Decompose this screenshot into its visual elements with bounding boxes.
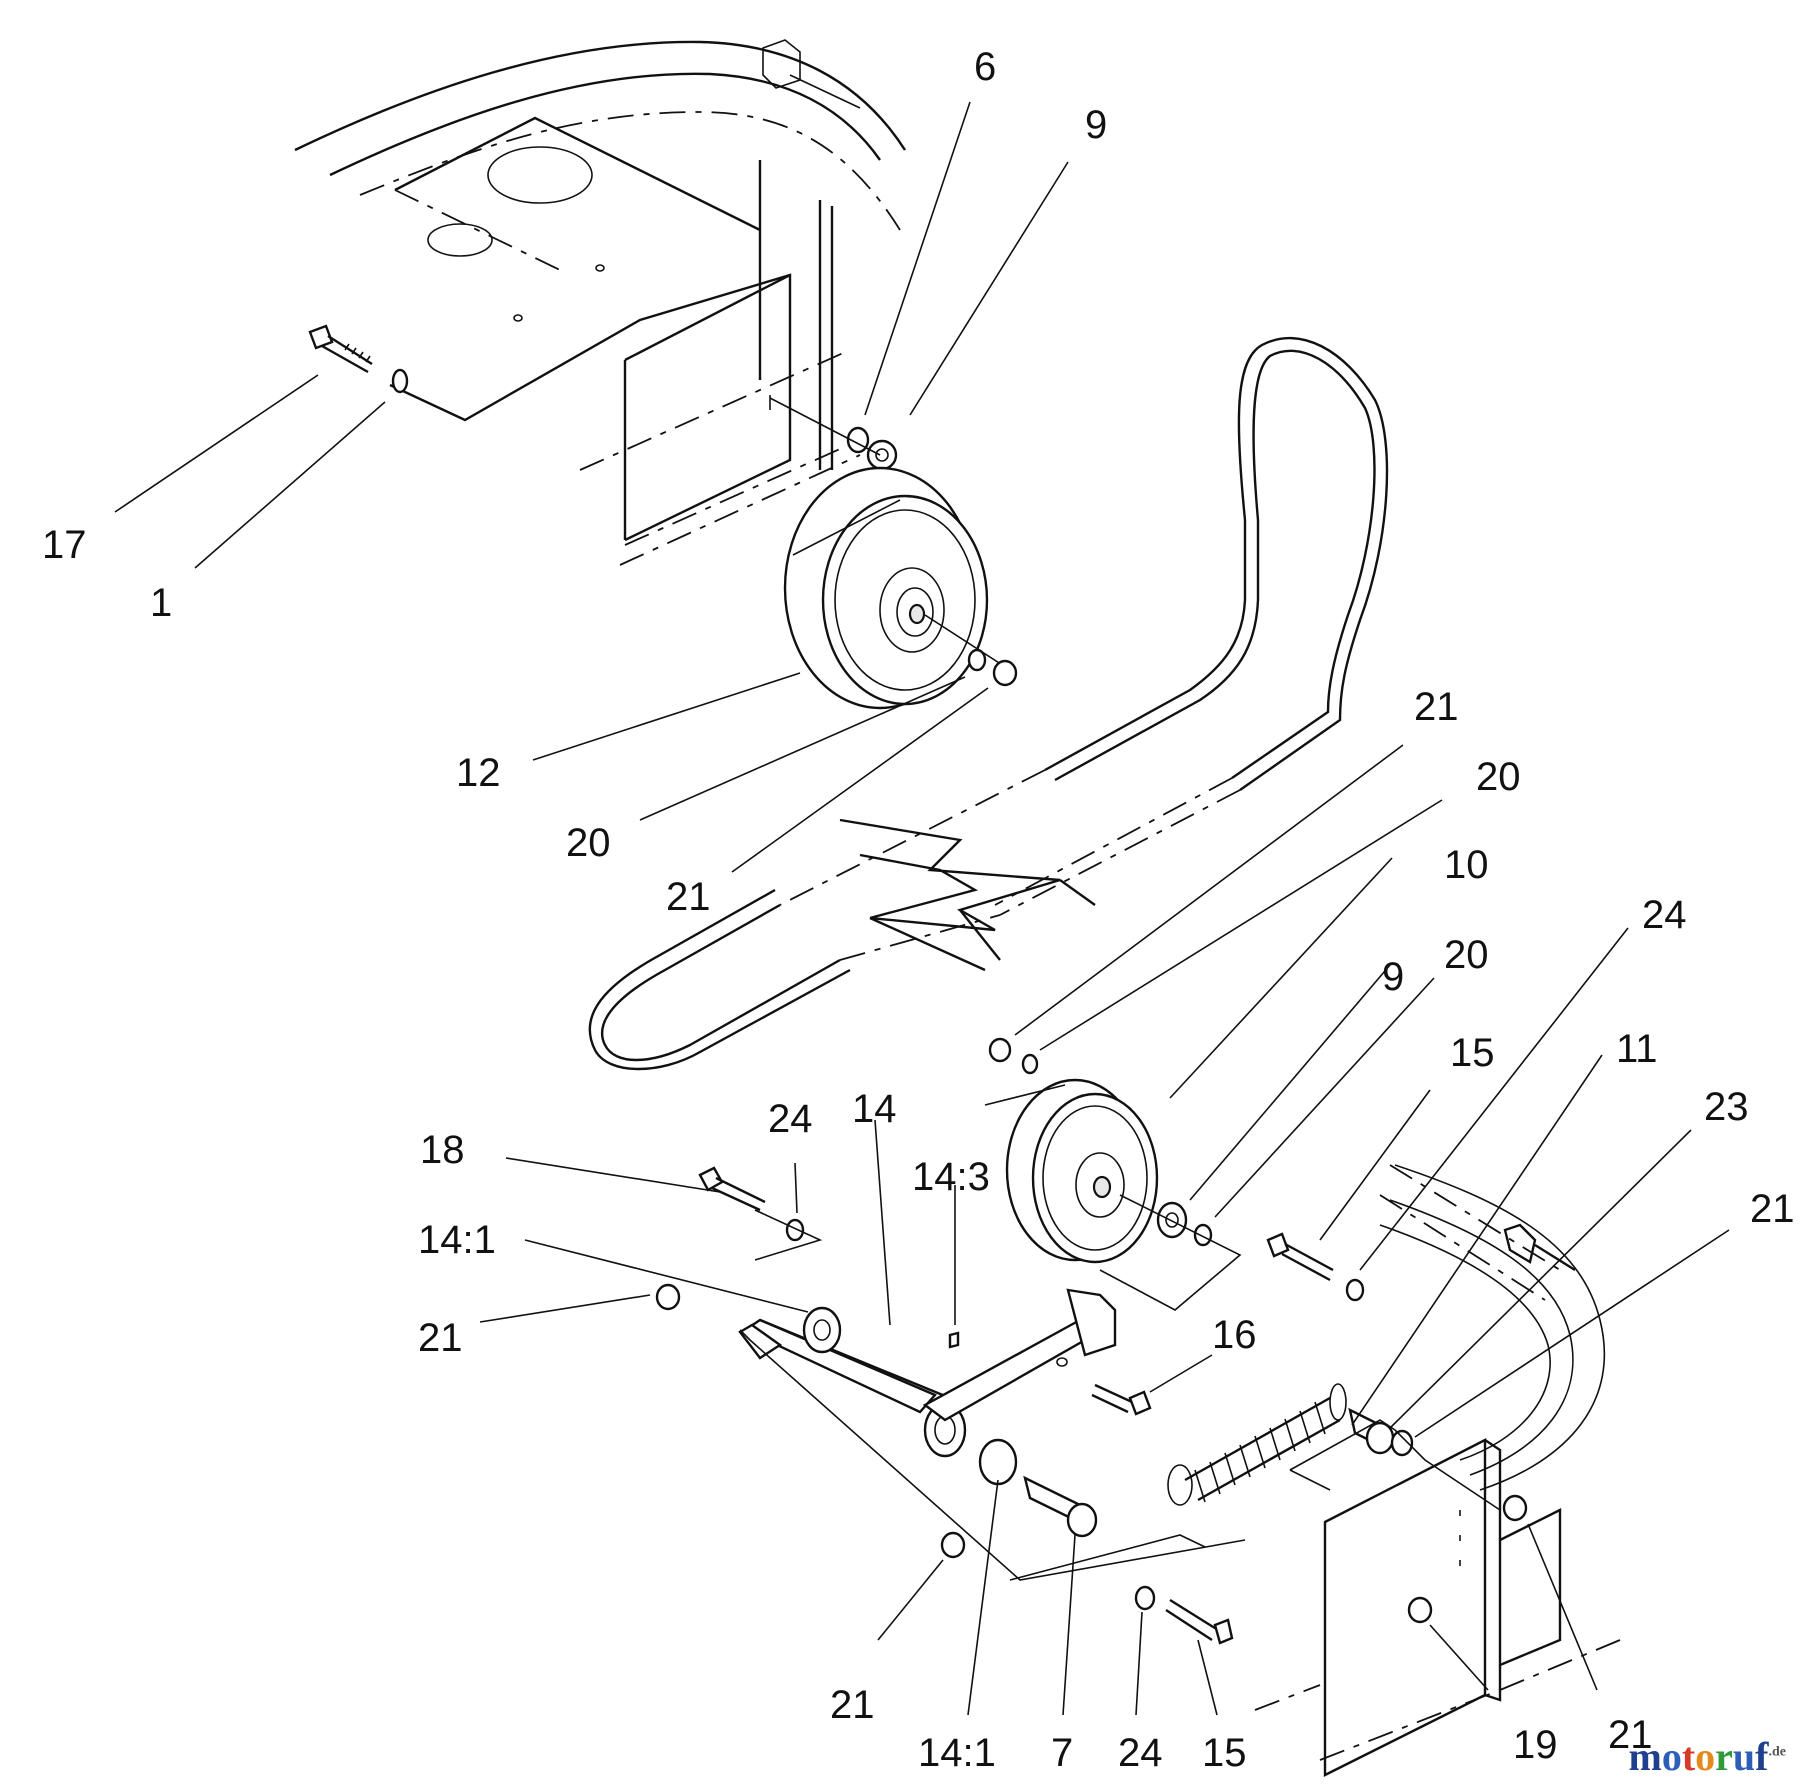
nut-21-left — [655, 1283, 681, 1311]
watermark-letter: u — [1732, 1734, 1756, 1779]
bushing-14-1-upper — [802, 1306, 842, 1354]
callout-19: 19 — [1513, 1723, 1558, 1767]
callout-18: 18 — [420, 1128, 465, 1172]
bolt-15-upper — [1266, 1232, 1334, 1282]
watermark-letter: f — [1755, 1734, 1769, 1779]
callout-23: 23 — [1704, 1085, 1749, 1129]
watermark-suffix: .de — [1768, 1744, 1787, 1760]
callout-24-right: 24 — [1642, 893, 1687, 937]
bolt-18 — [698, 1166, 766, 1212]
callout-15-bottom: 15 — [1202, 1731, 1247, 1775]
watermark-letter: m — [1628, 1734, 1662, 1779]
callout-24-bottom: 24 — [1118, 1731, 1163, 1775]
callout-21-bottom-right: 21 — [1608, 1713, 1653, 1757]
callout-9-lower: 9 — [1382, 955, 1404, 999]
callout-21-right-b: 21 — [1750, 1187, 1795, 1231]
washer-20-upper — [967, 648, 987, 672]
spacer-7 — [1023, 1475, 1098, 1538]
watermark-letter: o — [1661, 1734, 1682, 1779]
idler-pulley-12 — [783, 466, 989, 710]
watermark-letters: motoruf — [1629, 1734, 1769, 1779]
callout-labels: 17 1 6 9 12 20 21 21 20 10 24 9 20 15 11… — [42, 45, 1795, 1775]
callout-21-top: 21 — [666, 875, 711, 919]
callout-21-right-a: 21 — [1414, 685, 1459, 729]
bolt-15-lower — [1165, 1598, 1234, 1645]
grease-fitting-14-3 — [948, 1331, 960, 1349]
spacer-11 — [1348, 1407, 1395, 1455]
spacer-9-lower — [1156, 1201, 1188, 1239]
callout-20-top: 20 — [566, 821, 611, 865]
bolt-17 — [308, 324, 373, 374]
nut-21-upper — [992, 659, 1018, 687]
spacer-9-upper — [866, 439, 898, 471]
callout-1: 1 — [150, 581, 172, 625]
callout-9-top: 9 — [1085, 103, 1107, 147]
callout-11: 11 — [1616, 1027, 1658, 1071]
extension-spring — [1167, 1383, 1347, 1506]
bushing-14-1-lower — [978, 1438, 1018, 1486]
washer-1 — [391, 368, 409, 394]
nut-21-bottom — [940, 1531, 966, 1559]
callout-20-right-a: 20 — [1476, 755, 1521, 799]
drive-belt — [588, 336, 1389, 1071]
lower-frame — [1254, 1164, 1621, 1777]
idler-pulley-10 — [1005, 1078, 1159, 1264]
washer-24-lower — [1134, 1585, 1156, 1611]
idler-arm-14 — [738, 1288, 1117, 1458]
centerline-idler-upper — [769, 397, 881, 456]
callout-17: 17 — [42, 523, 87, 567]
callout-7: 7 — [1051, 1731, 1073, 1775]
washer-20-right — [1193, 1223, 1213, 1247]
centerline-idler-12 — [792, 499, 1011, 671]
callout-12: 12 — [456, 751, 501, 795]
motoruf-watermark: motoruf.de — [1629, 1733, 1787, 1780]
callout-14: 14 — [852, 1087, 897, 1131]
callout-14-1-bottom: 14:1 — [918, 1731, 996, 1775]
bolt-16 — [1091, 1383, 1152, 1416]
callout-21-left: 21 — [418, 1316, 463, 1360]
callout-10: 10 — [1444, 843, 1489, 887]
nut-21-bracket — [1502, 1494, 1528, 1522]
break-symbol — [839, 818, 1096, 972]
leader-lines — [114, 101, 1730, 1716]
nut-21-lower-pulley — [988, 1037, 1012, 1063]
callout-14-3: 14:3 — [912, 1155, 990, 1199]
centerline-idler-10 — [984, 1084, 1242, 1311]
nut-21-spring — [1390, 1429, 1414, 1457]
callout-16: 16 — [1212, 1313, 1257, 1357]
watermark-letter: o — [1695, 1734, 1716, 1779]
callout-15-right: 15 — [1450, 1031, 1495, 1075]
watermark-letter: t — [1681, 1734, 1696, 1779]
callout-24-left: 24 — [768, 1097, 813, 1141]
callout-21-bottom: 21 — [830, 1683, 875, 1727]
nut-19 — [1407, 1596, 1433, 1624]
watermark-letter: r — [1715, 1734, 1733, 1779]
washer-24-upper — [1345, 1278, 1365, 1302]
washer-24-left — [785, 1218, 805, 1242]
callout-14-1-top: 14:1 — [418, 1218, 496, 1262]
chassis-frame — [294, 39, 907, 566]
washer-20-lower-pulley — [1021, 1053, 1039, 1075]
callout-20-right-b: 20 — [1444, 933, 1489, 977]
callout-6: 6 — [974, 45, 996, 89]
centerlines-arm — [739, 1209, 1246, 1581]
